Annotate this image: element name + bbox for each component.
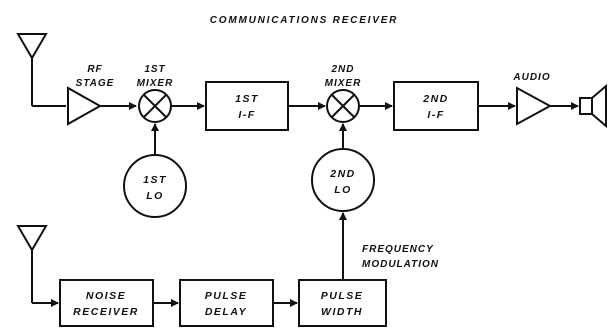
mixer1-label-1: 1ST [144,64,165,75]
pulse-width-block [298,279,387,327]
pulse-delay-label-1: PULSE [205,290,248,302]
mixer2-label-2: MIXER [325,78,362,89]
lo2-label-2: LO [334,184,352,196]
audio-amplifier-icon [516,86,553,126]
mixer2-icon [326,89,360,123]
antenna-1-icon [16,33,48,106]
rf-stage-label-1: RF [87,64,102,75]
pulse-delay-label-2: DELAY [205,306,247,318]
mixer1-label-2: MIXER [137,78,174,89]
pulse-delay-block [179,279,274,327]
lo1-label-1: 1ST [143,174,167,186]
lo2-circle [311,148,375,212]
lo2-label-1: 2ND [329,168,356,180]
frequency-modulation-label-1: FREQUENCY [362,244,434,255]
lo1-circle [123,154,187,218]
mixer1-icon [138,89,172,123]
if1-label-2: I-F [238,109,255,121]
noise-receiver-block [59,279,154,327]
lo1-label-2: LO [146,190,164,202]
audio-label: AUDIO [512,72,550,83]
speaker-icon [579,83,607,129]
noise-receiver-label-1: NOISE [86,290,126,302]
noise-receiver-label-2: RECEIVER [73,306,139,318]
mixer2-label-1: 2ND [330,64,354,75]
diagram-title: COMMUNICATIONS RECEIVER [210,15,398,26]
if2-label-2: I-F [427,109,444,121]
if1-label-1: 1ST [235,93,259,105]
frequency-modulation-label-2: MODULATION [362,259,439,270]
if2-block [393,81,479,131]
antenna-2-icon [16,225,48,303]
pulse-width-label-1: PULSE [321,290,364,302]
if2-label-1: 2ND [422,93,449,105]
rf-stage-amplifier-icon [67,86,103,126]
if1-block [205,81,289,131]
rf-stage-label-2: STAGE [76,78,115,89]
pulse-width-label-2: WIDTH [321,306,363,318]
